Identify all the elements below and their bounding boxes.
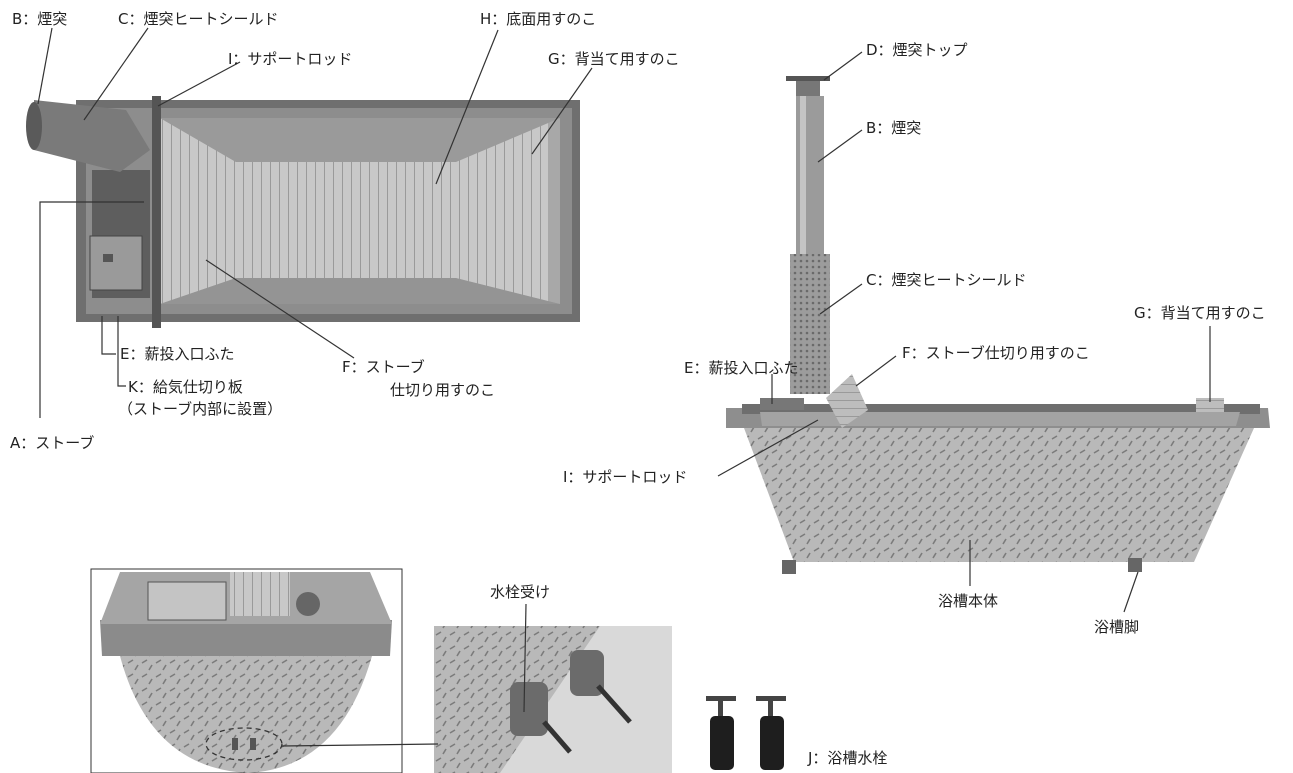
label-b-chimney-top: B：煙突 [12,10,68,28]
label-e-lid-side: E：薪投入口ふた [684,359,799,377]
label-a-stove: A：ストーブ [10,434,95,452]
label-f-divider-side: F：ストーブ仕切り用すのこ [902,344,1090,362]
label-b-chimney-side: B：煙突 [866,119,922,137]
top-view-illustration [26,96,580,328]
label-c-heat-shield-side: C：煙突ヒートシールド [866,271,1027,289]
label-k-air-divider: K：給気仕切り板 [128,378,243,396]
bottom-view-photo [90,568,403,773]
label-i-support-rod-top: I：サポートロッド [228,50,353,68]
label-i-support-rod-side: I：サポートロッド [563,468,688,486]
leader-lines [37,27,1211,747]
label-tub-legs: 浴槽脚 [1094,618,1140,636]
label-c-heat-shield-top: C：煙突ヒートシールド [118,10,279,28]
label-h-floor-slats: H：底面用すのこ [480,10,597,28]
label-g-back-slats-side: G：背当て用すのこ [1134,304,1266,322]
label-f-stove-line1: F：ストーブ [342,358,425,376]
label-faucet-receiver: 水栓受け [490,583,551,601]
label-d-chimney-cap: D：煙突トップ [866,41,968,59]
label-f-stove-line2: 仕切り用すのこ [390,381,496,399]
faucet-closeup-photo [434,626,672,773]
bath-plug-illustration [706,696,786,770]
label-j-bath-plug: J：浴槽水栓 [808,749,888,767]
side-view-illustration [726,76,1270,574]
label-g-back-slats-top: G：背当て用すのこ [548,50,680,68]
label-k-note: （ストーブ内部に設置） [118,400,283,418]
label-e-lid-top: E：薪投入口ふた [120,345,235,363]
label-tub-body: 浴槽本体 [938,592,999,610]
